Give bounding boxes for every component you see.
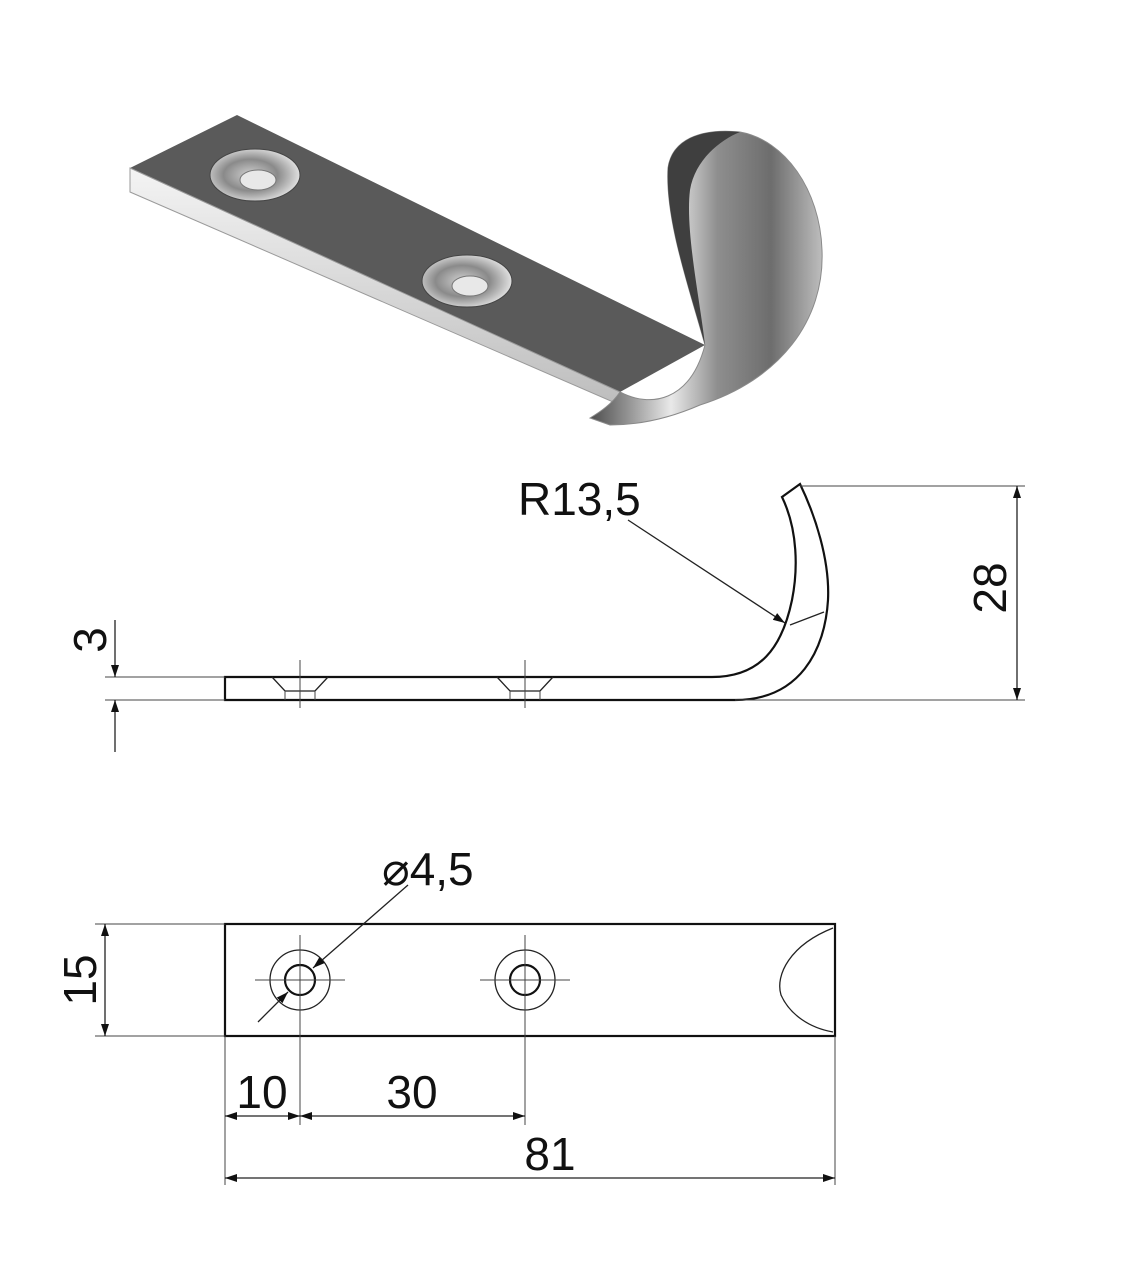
diameter-label: ⌀4,5 bbox=[382, 843, 474, 895]
hole-offset-label: 10 bbox=[236, 1066, 287, 1118]
length-label: 81 bbox=[524, 1128, 575, 1180]
isometric-view bbox=[129, 115, 823, 426]
countersunk-hole-1-bore bbox=[239, 169, 277, 191]
hole-spacing-label: 30 bbox=[386, 1066, 437, 1118]
width-label: 15 bbox=[54, 954, 106, 1005]
height-label: 28 bbox=[964, 562, 1016, 613]
side-profile bbox=[223, 482, 830, 702]
diameter-leader-tail bbox=[257, 991, 289, 1023]
thickness-label: 3 bbox=[64, 627, 116, 653]
bend-line bbox=[789, 611, 825, 626]
hook-curl-inner bbox=[667, 131, 740, 345]
countersunk-hole-2-bore bbox=[451, 275, 489, 297]
hook-curl bbox=[588, 130, 823, 426]
top-outline bbox=[223, 922, 837, 1038]
side-view: 3 28 R13,5 bbox=[64, 473, 1025, 752]
radius-leader bbox=[627, 519, 786, 624]
top-view: ⌀4,5 15 10 30 81 bbox=[54, 843, 837, 1185]
radius-label: R13,5 bbox=[518, 473, 641, 525]
strip-top-face bbox=[130, 115, 705, 392]
diameter-leader bbox=[312, 884, 409, 969]
top-curl-end bbox=[779, 927, 834, 1033]
